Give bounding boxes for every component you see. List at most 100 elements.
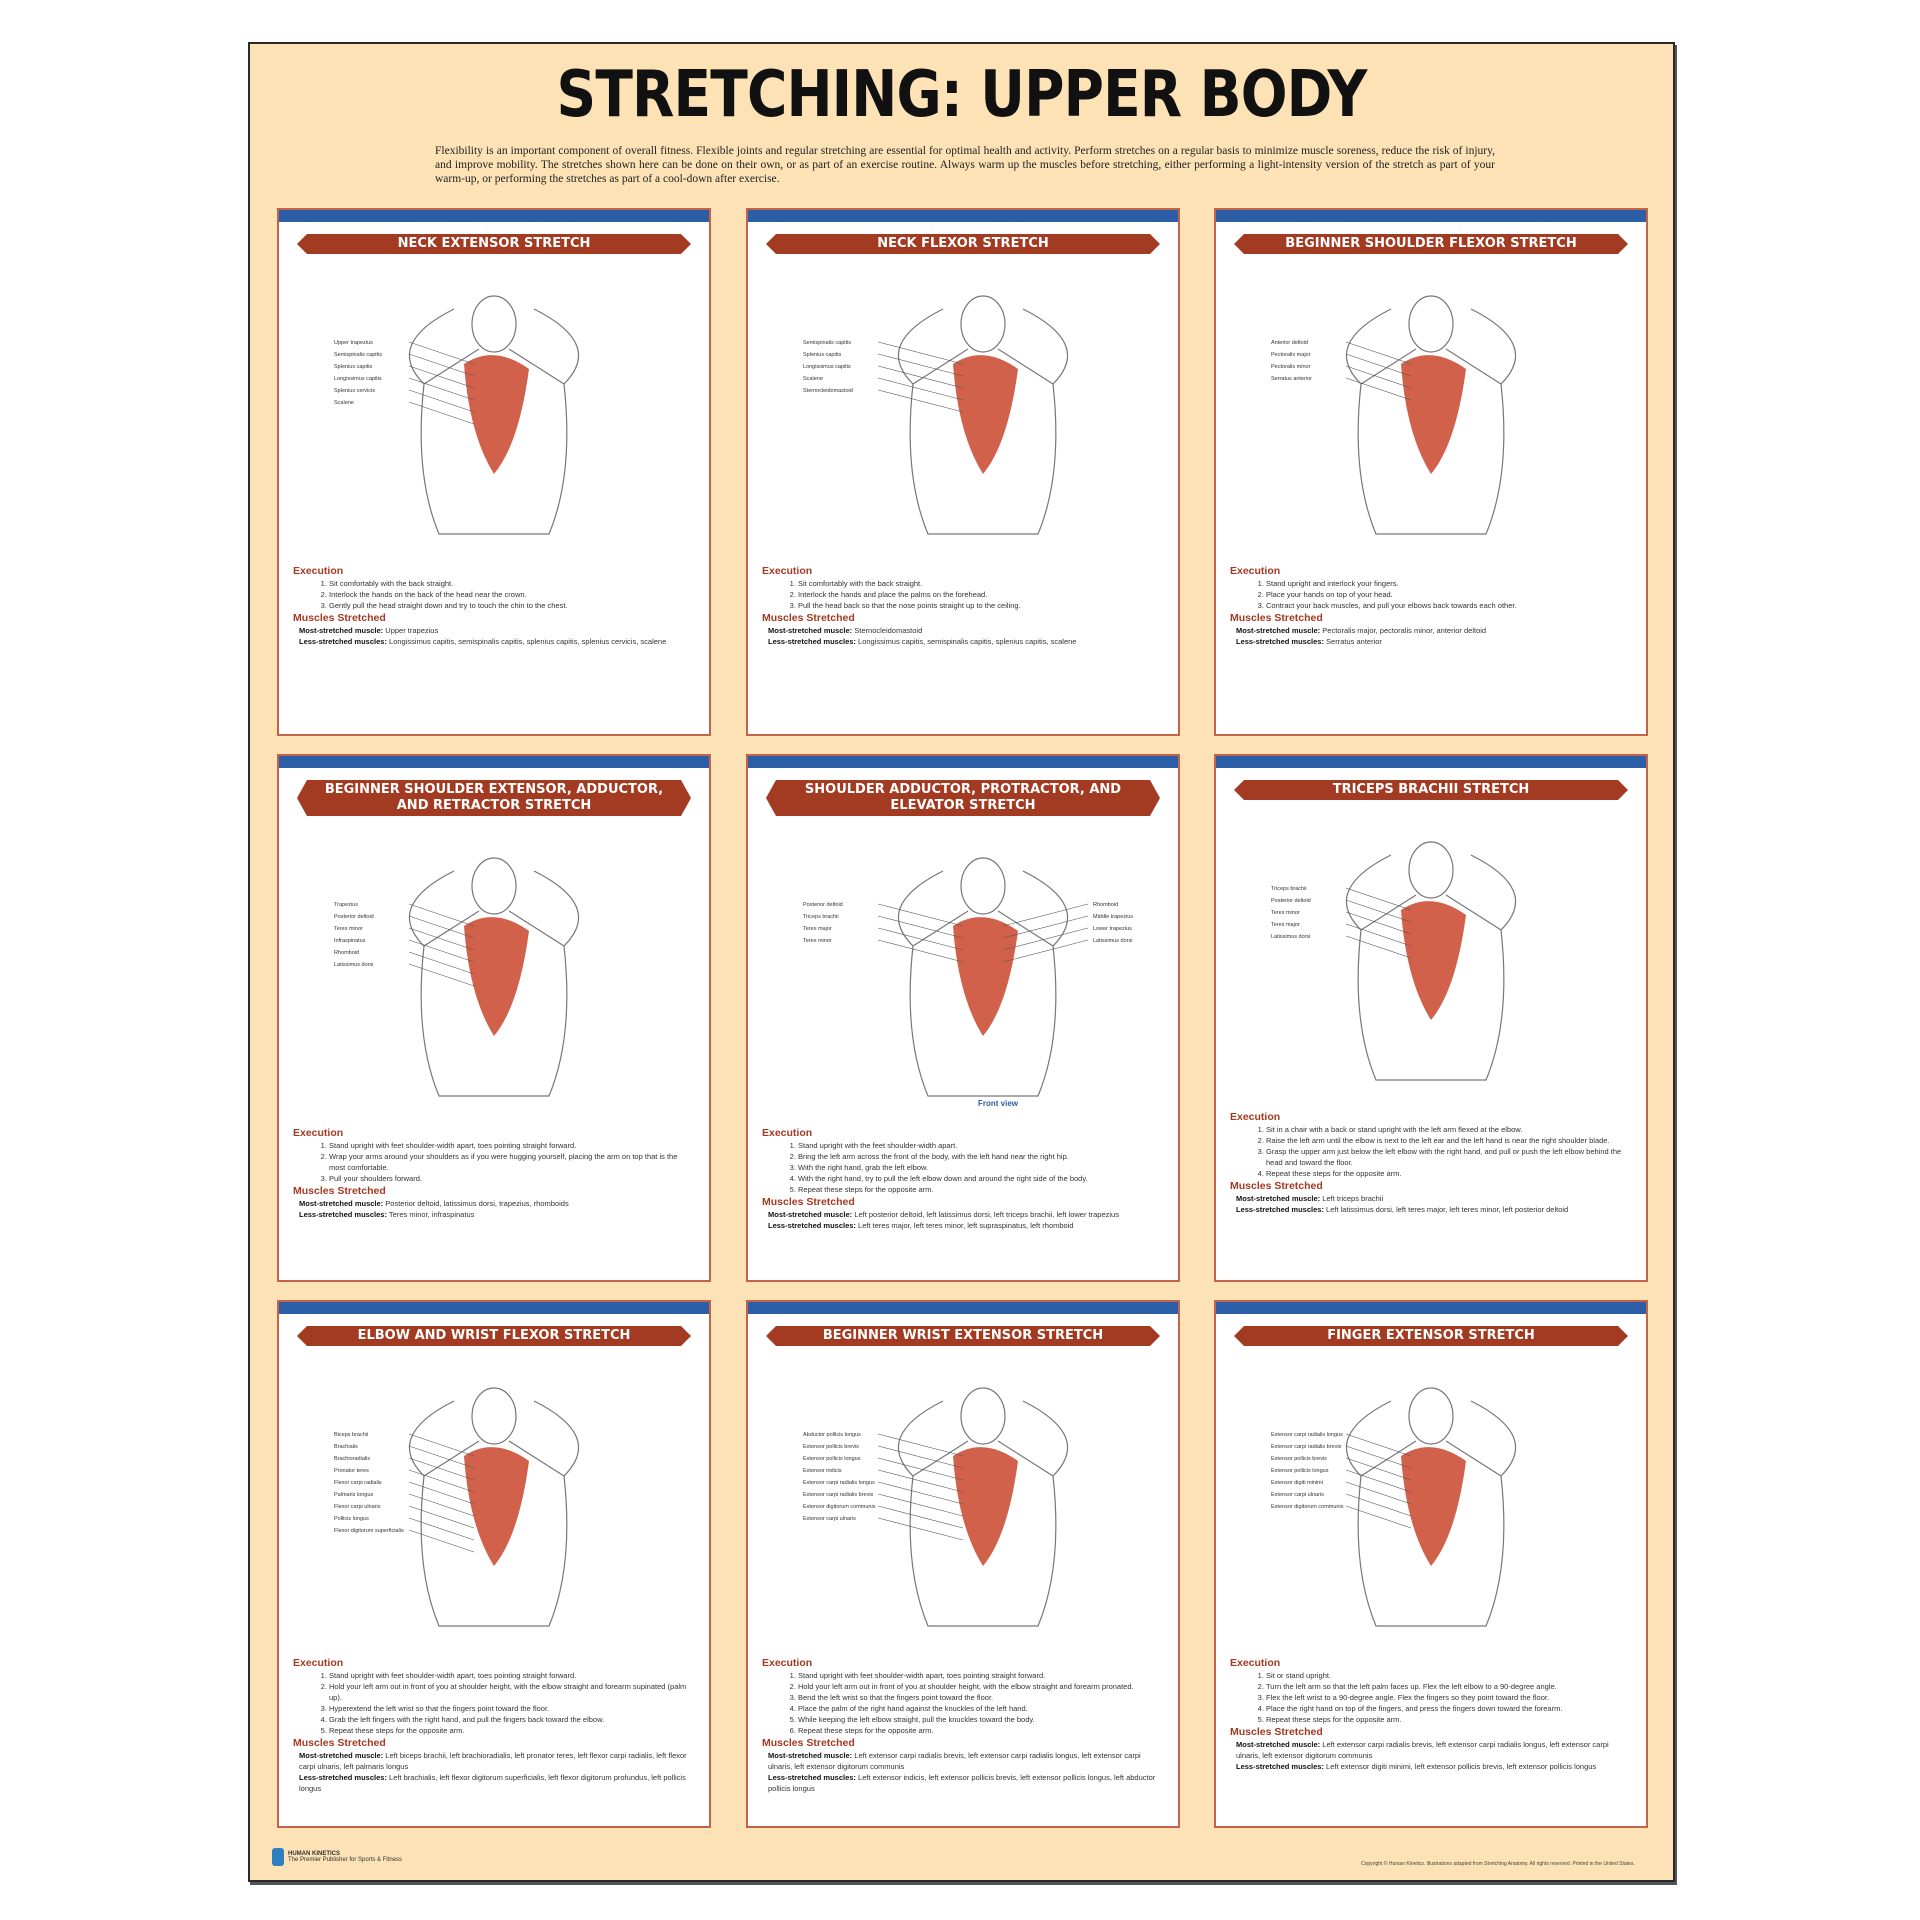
execution-heading: Execution [293,1657,344,1669]
execution-step: Stand upright with feet shoulder-width a… [329,1670,695,1681]
figure-arms [408,870,580,947]
panel-title-banner: FINGER EXTENSOR STRETCH [1234,1326,1628,1346]
stretch-panel: NECK FLEXOR STRETCH Semispinalis capitis… [746,208,1180,736]
logo-name: HUMAN KINETICS [288,1851,340,1857]
less-label: Less-stretched muscles: [768,637,856,646]
execution-step: Place the palm of the right hand against… [798,1703,1164,1714]
execution-step: Sit comfortably with the back straight. [798,578,1164,589]
muscle-label: Longissimus capitis [803,364,851,370]
panel-top-bar [279,1302,709,1314]
execution-heading: Execution [762,565,813,577]
label-leader-line [1345,899,1412,923]
label-leader-line [408,1481,475,1505]
muscle-label: Palmaris longus [334,1492,373,1498]
figure-torso [1357,348,1505,535]
figure-head [1408,841,1454,899]
figure-torso [1357,894,1505,1081]
most-stretched: Left triceps brachii [1322,1194,1384,1203]
muscle-label: Rhomboid [334,950,359,956]
label-leader-line [408,915,475,939]
execution-steps: Sit in a chair with a back or stand upri… [1230,1124,1632,1179]
figure-arms [408,308,580,385]
label-leader-line [877,389,964,413]
muscle-label: Upper trapezius [334,340,373,346]
execution-step: Raise the left arm until the elbow is ne… [1266,1135,1632,1146]
label-leader-line [1345,923,1412,947]
stretch-panel: SHOULDER ADDUCTOR, PROTRACTOR, AND ELEVA… [746,754,1180,1282]
figure-arms [408,1400,580,1477]
muscle-highlight [464,917,529,1036]
figure-torso [909,910,1057,1097]
panel-title-banner: SHOULDER ADDUCTOR, PROTRACTOR, AND ELEVA… [766,780,1160,816]
figure-head [1408,1387,1454,1445]
muscles-heading: Muscles Stretched [762,612,855,624]
label-leader-line [877,915,964,939]
muscles-heading: Muscles Stretched [1230,612,1323,624]
execution-steps: Stand upright and interlock your fingers… [1230,578,1632,611]
muscle-label: Teres major [803,926,832,932]
muscle-label: Teres minor [334,926,363,932]
execution-heading: Execution [762,1127,813,1139]
muscle-label: Extensor digitorum communis [1271,1504,1344,1510]
execution-step: Sit or stand upright. [1266,1670,1632,1681]
execution-step: Repeat these steps for the opposite arm. [798,1725,1164,1736]
panel-top-bar [748,1302,1178,1314]
muscle-label: Teres major [1271,922,1300,928]
panel-top-bar [1216,210,1646,222]
muscle-label: Triceps brachii [1271,886,1307,892]
less-label: Less-stretched muscles: [768,1221,856,1230]
label-leader-line [877,1493,964,1517]
execution-step: Hold your left arm out in front of you a… [798,1681,1164,1692]
label-leader-line [877,1433,964,1457]
label-leader-line [877,377,964,401]
label-leader-line [408,963,475,987]
muscle-label: Extensor carpi radialis longus [1271,1432,1343,1438]
label-leader-line [1345,1445,1412,1469]
panel-top-bar [1216,756,1646,768]
label-leader-line [1345,1433,1412,1457]
label-leader-line [408,353,475,377]
label-leader-line [1345,377,1412,401]
execution-heading: Execution [293,565,344,577]
muscle-label: Flexor digitorum superficialis [334,1528,404,1534]
muscles-heading: Muscles Stretched [1230,1180,1323,1192]
stretch-panel: BEGINNER SHOULDER FLEXOR STRETCH Anterio… [1214,208,1648,736]
label-leader-line [877,1445,964,1469]
label-leader-line [877,1481,964,1505]
panel-title-banner: NECK EXTENSOR STRETCH [297,234,691,254]
muscle-label: Teres minor [1271,910,1300,916]
panel-top-bar [1216,1302,1646,1314]
execution-step: Pull the head back so that the nose poin… [798,600,1164,611]
most-label: Most-stretched muscle: [768,1210,853,1219]
less-label: Less-stretched muscles: [1236,1205,1324,1214]
less-stretched: Left brachialis, left flexor digitorum s… [299,1773,686,1793]
label-leader-line [877,365,964,389]
execution-step: Hyperextend the left wrist so that the f… [329,1703,695,1714]
label-leader-line [877,1517,964,1541]
execution-step: Place the right hand on top of the finge… [1266,1703,1632,1714]
muscles-heading: Muscles Stretched [293,1185,386,1197]
label-leader-line [1345,887,1412,911]
muscle-label: Latissimus dorsi [1093,938,1132,944]
execution-step: Interlock the hands and place the palms … [798,589,1164,600]
most-label: Most-stretched muscle: [299,1199,384,1208]
most-label: Most-stretched muscle: [1236,1740,1321,1749]
label-leader-line [408,1529,475,1553]
muscle-label: Latissimus dorsi [1271,934,1310,940]
less-stretched: Left extensor indicis, left extensor pol… [768,1773,1156,1793]
less-label: Less-stretched muscles: [299,1210,387,1219]
most-label: Most-stretched muscle: [768,1751,853,1760]
less-label: Less-stretched muscles: [1236,637,1324,646]
label-leader-line [877,1469,964,1493]
figure-torso [420,910,568,1097]
execution-step: With the right hand, try to pull the lef… [798,1173,1164,1184]
muscle-highlight [464,355,529,474]
label-leader-line [877,1457,964,1481]
panel-top-bar [279,756,709,768]
muscle-highlight [1401,901,1466,1020]
label-leader-line [1002,939,1089,963]
panel-top-bar [279,210,709,222]
